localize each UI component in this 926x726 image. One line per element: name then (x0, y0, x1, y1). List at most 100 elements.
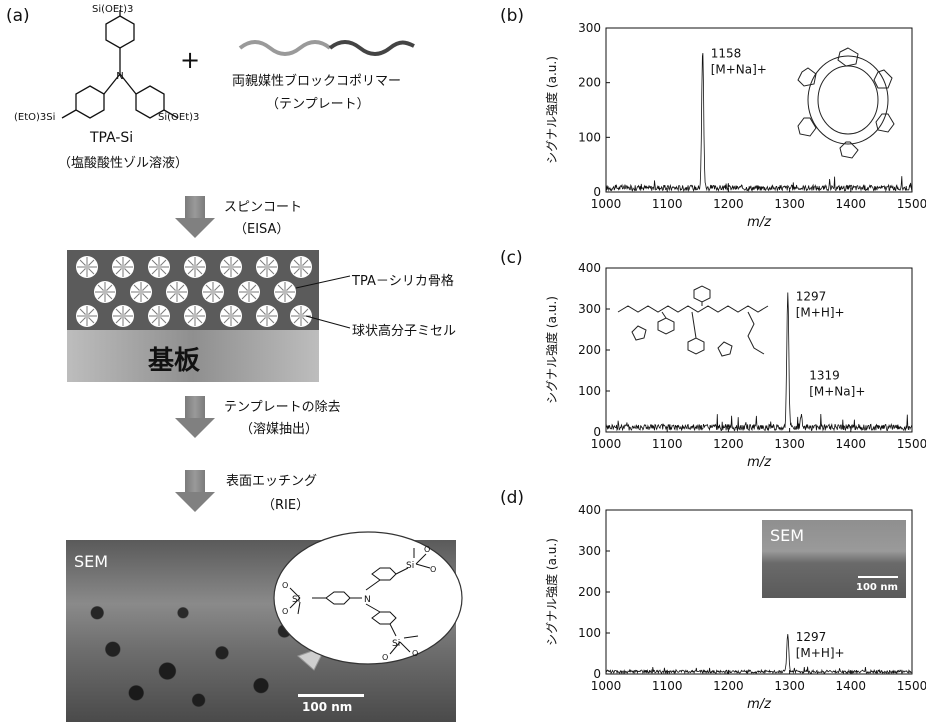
nitrogen-atom: N (116, 71, 123, 82)
inset-oxygen-2: O (430, 565, 436, 574)
x-tick-label: 1000 (591, 197, 622, 211)
block-copolymer-icon (238, 40, 415, 56)
x-tick-label: 1200 (713, 437, 744, 451)
plot-frame (605, 27, 913, 193)
peptide-structure (617, 285, 769, 357)
y-tick-label: 200 (578, 343, 601, 357)
top-silyl-group: Si(OEt)3 (92, 4, 134, 15)
y-tick-label: 200 (578, 585, 601, 599)
x-tick-label: 1100 (652, 197, 683, 211)
sem-inset-scale-bar (858, 576, 898, 578)
peak-mz-label: 1297 (796, 630, 827, 644)
x-tick-label: 1500 (897, 679, 926, 693)
peak-ion-label: [M+Na]+ (711, 63, 767, 77)
x-tick-label: 1200 (713, 197, 744, 211)
right-silyl-group: Si(OEt)3 (158, 112, 200, 123)
micelle-array (75, 255, 313, 328)
x-tick-label: 1400 (836, 437, 867, 451)
x-tick-label: 1000 (591, 437, 622, 451)
x-tick-label: 1400 (836, 197, 867, 211)
process-arrow-1 (175, 196, 215, 238)
inset-si-top: Si (406, 561, 414, 571)
x-tick-label: 1500 (897, 437, 926, 451)
spectrum-trace (605, 292, 913, 432)
y-tick-label: 400 (578, 261, 601, 275)
substrate (67, 330, 319, 382)
y-tick-label: 0 (593, 425, 601, 439)
panel-a-label: (a) (6, 6, 30, 26)
y-tick-label: 200 (578, 76, 601, 90)
x-axis-label: m/z (747, 455, 772, 470)
x-tick-label: 1100 (652, 679, 683, 693)
x-tick-label: 1300 (774, 437, 805, 451)
step3-sub: （RIE） (262, 498, 310, 513)
scale-bar-label: 100 nm (302, 700, 353, 714)
scale-bar (298, 694, 364, 697)
process-arrow-3 (175, 470, 215, 512)
y-tick-label: 400 (578, 503, 601, 517)
y-tick-label: 0 (593, 667, 601, 681)
y-tick-label: 300 (578, 544, 601, 558)
y-axis-label: シグナル強度 (a.u.) (544, 538, 559, 646)
plus-sign: + (180, 46, 201, 74)
peak-mz-label: 1158 (711, 47, 742, 61)
x-tick-label: 1000 (591, 679, 622, 693)
step2-label: テンプレートの除去 (224, 400, 341, 415)
y-tick-label: 100 (578, 626, 601, 640)
panel-d-label: (d) (500, 488, 525, 508)
spectrum-trace (605, 634, 912, 675)
x-tick-label: 1500 (897, 197, 926, 211)
cyclodextrin-structure (797, 47, 895, 159)
inset-si-bottom: Si (392, 639, 400, 649)
x-tick-label: 1100 (652, 437, 683, 451)
y-tick-label: 300 (578, 21, 601, 35)
template-name: 両親媒性ブロックコポリマー (232, 74, 402, 89)
peak-mz-label: 1297 (796, 290, 827, 304)
y-tick-label: 0 (593, 185, 601, 199)
substrate-label: 基板 (148, 346, 201, 376)
step1-label: スピンコート (224, 200, 303, 215)
tpa-si-structure: N (61, 10, 179, 119)
x-tick-label: 1300 (774, 679, 805, 693)
precursor-name: TPA-Si (90, 130, 134, 146)
process-arrow-2 (175, 396, 215, 438)
sem-inset-scale-label: 100 nm (856, 582, 898, 593)
y-axis-label: シグナル強度 (a.u.) (544, 56, 559, 164)
step1-sub: （EISA） (234, 222, 290, 237)
y-tick-label: 100 (578, 384, 601, 398)
y-axis-label: シグナル強度 (a.u.) (544, 296, 559, 404)
structure-zoom-inset: Si N Si Si O O O O O O (273, 531, 463, 671)
x-axis-label: m/z (747, 215, 772, 230)
annotation-leader-lines (295, 275, 351, 329)
template-role: （テンプレート） (266, 97, 370, 112)
inset-nitrogen: N (364, 595, 371, 605)
step3-label: 表面エッチング (226, 474, 318, 489)
x-tick-label: 1400 (836, 679, 867, 693)
sol-label: （塩酸酸性ゾル溶液） (58, 156, 189, 171)
y-tick-label: 300 (578, 302, 601, 316)
step2-sub: （溶媒抽出） (240, 422, 319, 437)
micelle-label: 球状高分子ミセル (352, 324, 457, 339)
panel-b-label: (b) (500, 6, 525, 26)
panel-c-label: (c) (500, 248, 523, 268)
inset-oxygen-3: O (282, 581, 288, 590)
peak-ion-label: [M+H]+ (796, 306, 845, 320)
inset-oxygen-5: O (412, 649, 418, 658)
y-tick-label: 100 (578, 130, 601, 144)
left-silyl-group: (EtO)3Si (14, 112, 56, 123)
inset-oxygen-1: O (424, 545, 430, 554)
sem-inset-label: SEM (770, 526, 805, 545)
inset-oxygen-6: O (382, 653, 388, 662)
inset-oxygen-4: O (282, 607, 288, 616)
sem-inset-d: SEM 100 nm (762, 520, 906, 598)
spectrum-trace (605, 53, 913, 193)
peak-ion-label: [M+H]+ (796, 646, 845, 660)
sem-label: SEM (74, 552, 109, 571)
peak-ion-label: [M+Na]+ (809, 385, 865, 399)
framework-label: TPA－シリカ骨格 (352, 274, 454, 289)
inset-si-left: Si (292, 595, 300, 605)
x-axis-label: m/z (747, 697, 772, 712)
spectrum-c: 1000 1100 1200 1300 1400 1500 0 100 200 300 400 m/z… (544, 261, 926, 470)
